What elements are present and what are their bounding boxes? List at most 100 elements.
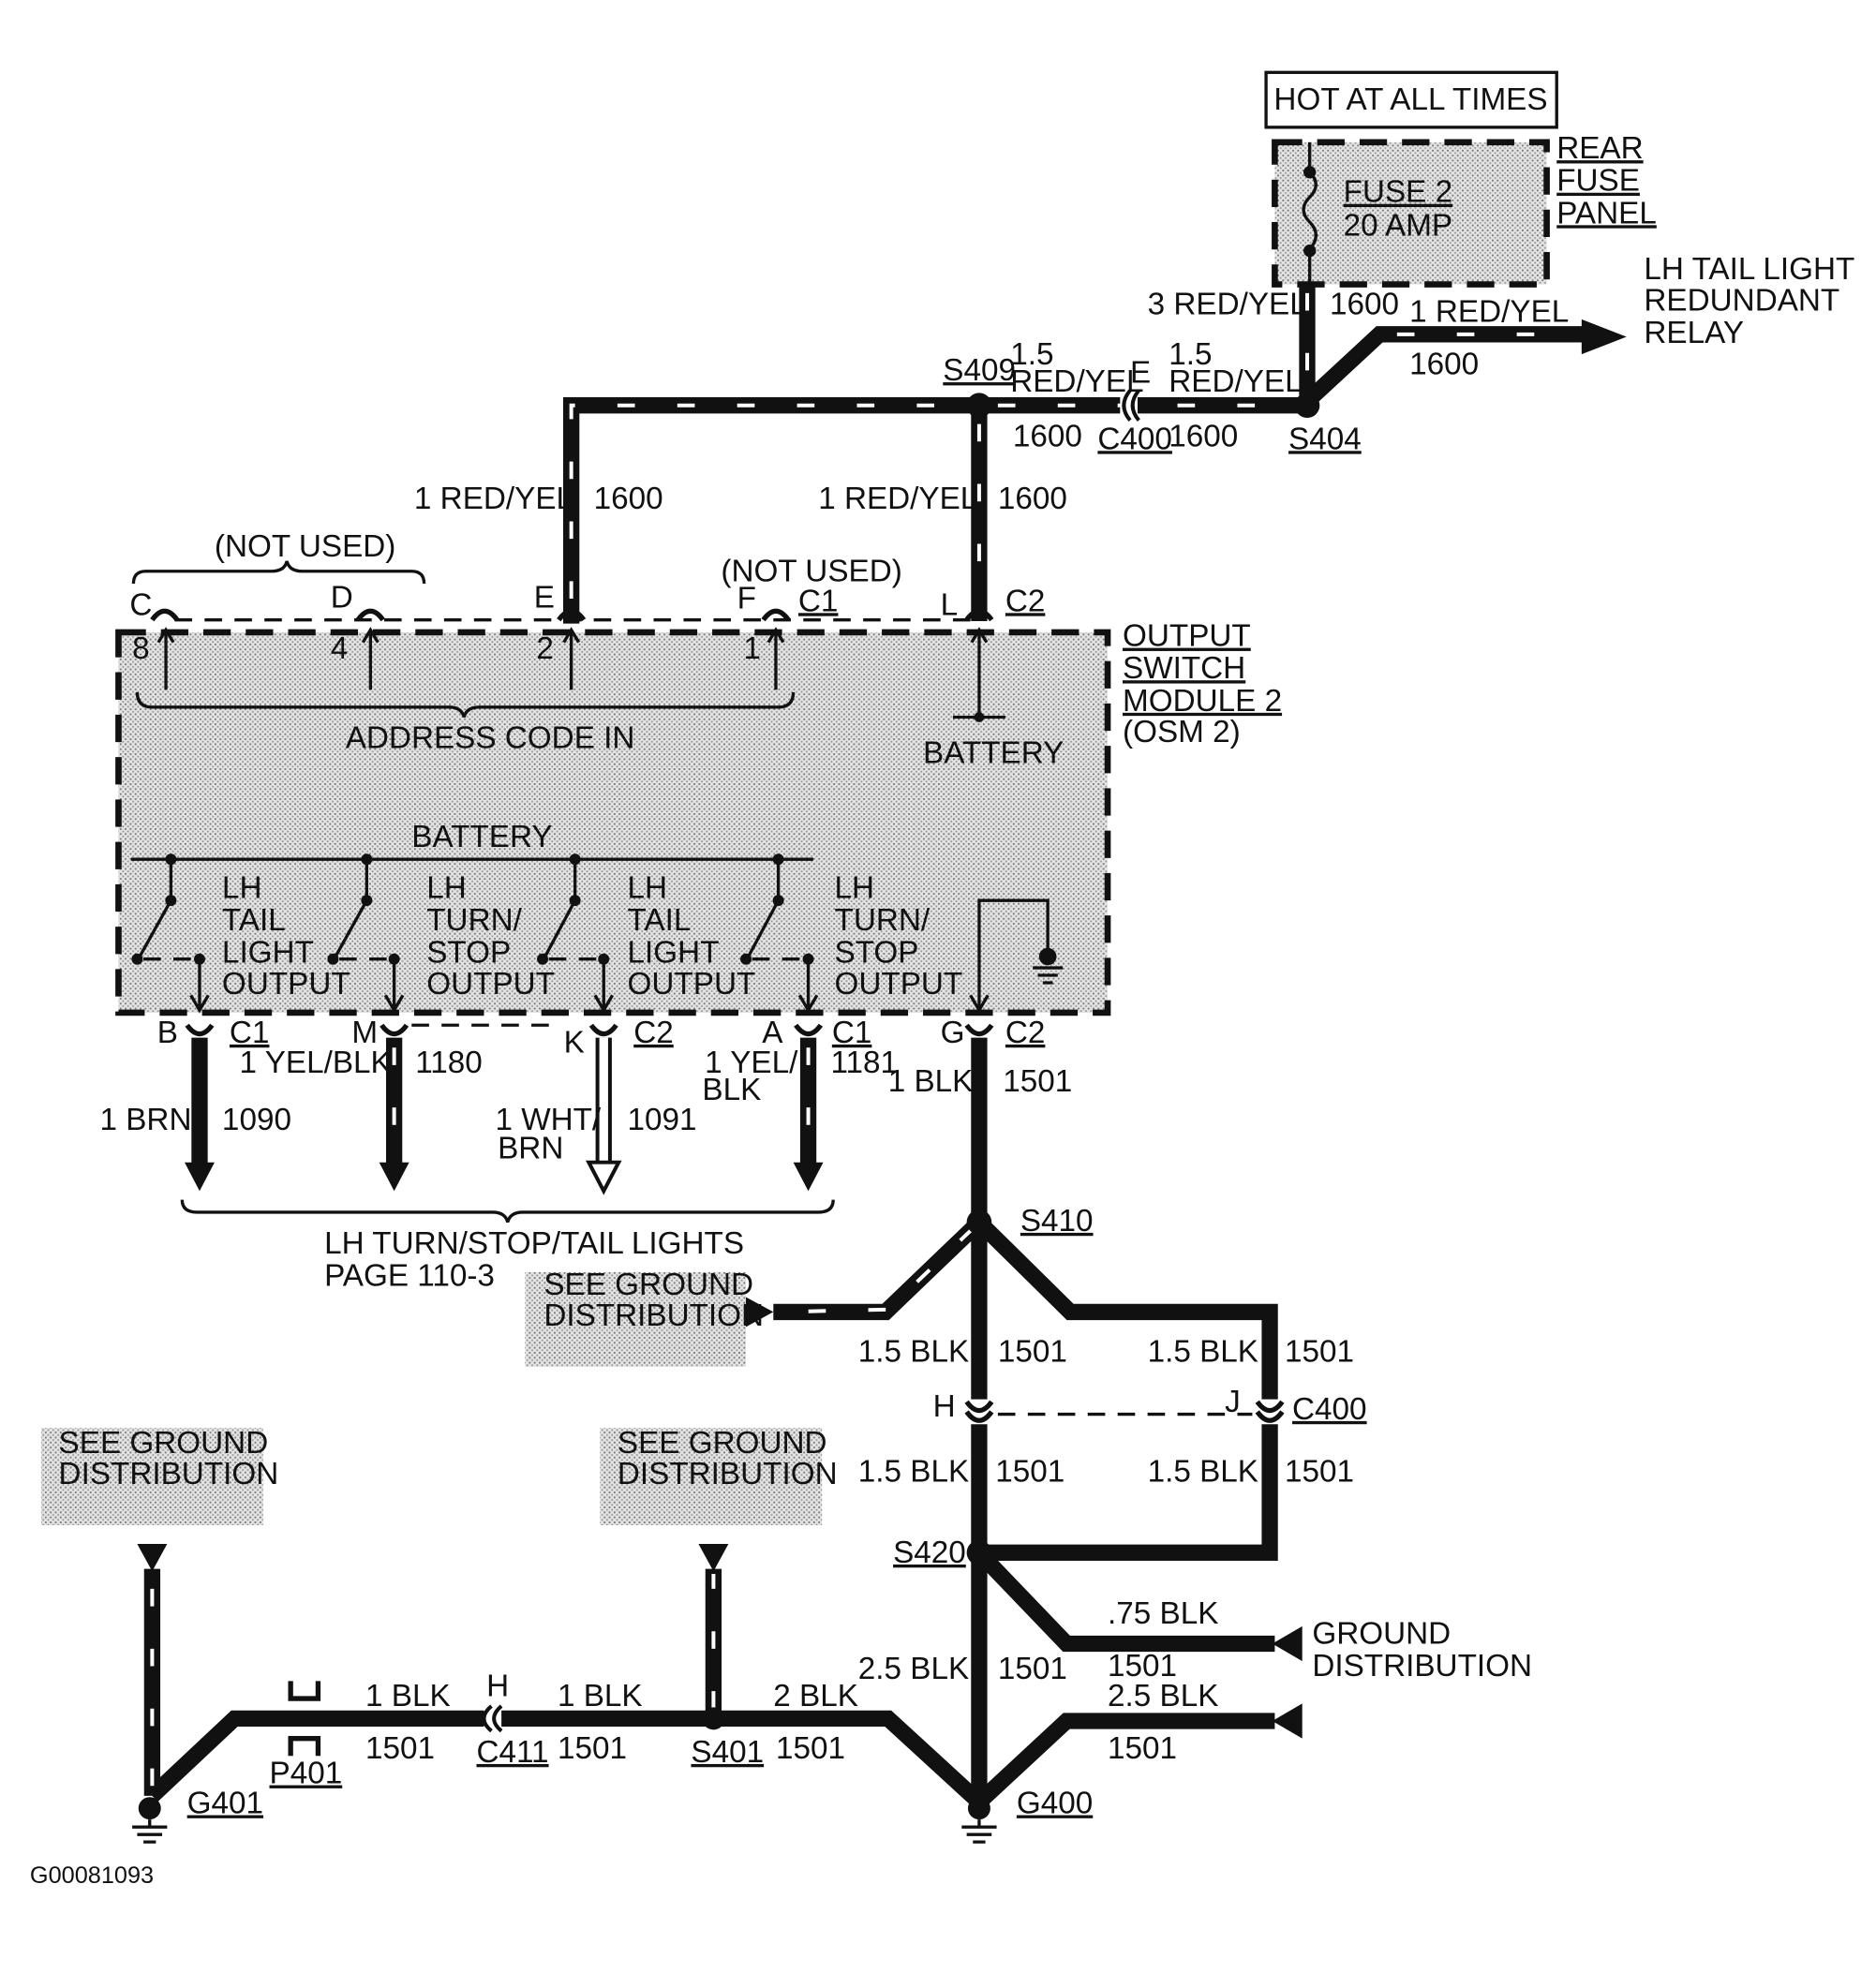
battery-top-label: BATTERY bbox=[923, 736, 1064, 771]
not-used-brace bbox=[131, 560, 426, 585]
ground-ref-1-line2: DISTRIBUTION bbox=[543, 1298, 764, 1333]
b-wire-gauge: 1 BRN bbox=[99, 1103, 191, 1137]
relay-wire-circuit: 1600 bbox=[1409, 347, 1479, 381]
fuse-rating: 20 AMP bbox=[1344, 209, 1453, 244]
ground-ref-box-1: SEE GROUND DISTRIBUTION bbox=[525, 1268, 764, 1367]
pin-c-letter: C bbox=[129, 587, 152, 622]
lights-brace bbox=[180, 1199, 835, 1224]
splice-s409 bbox=[966, 393, 992, 419]
lights-ref-2: PAGE 110-3 bbox=[324, 1258, 495, 1293]
c411-s401-gauge: 1 BLK bbox=[558, 1679, 643, 1713]
h-s420-circuit: 1501 bbox=[995, 1454, 1065, 1489]
module-label-4: (OSM 2) bbox=[1123, 715, 1241, 749]
address-code-in: ADDRESS CODE IN bbox=[346, 721, 635, 756]
ground-ref-box-2: SEE GROUND DISTRIBUTION bbox=[40, 1426, 279, 1526]
ground-g400-label: G400 bbox=[1017, 1787, 1093, 1821]
pin-f-num: 1 bbox=[743, 631, 761, 666]
switch-turn-stop-1 bbox=[327, 859, 405, 1014]
output-3-line2: TAIL bbox=[628, 903, 692, 938]
output-wires: B C1 M K C2 A C1 G C2 1 BRN 1090 1 YEL/B… bbox=[99, 1016, 1045, 1294]
output-3-line3: LIGHT bbox=[628, 936, 720, 971]
ground-dist-2: DISTRIBUTION bbox=[1312, 1649, 1532, 1684]
ground-g400-icon: G400 bbox=[961, 1787, 1093, 1844]
lights-ref-1: LH TURN/STOP/TAIL LIGHTS bbox=[324, 1226, 744, 1261]
k-wire-circuit: 1091 bbox=[628, 1103, 697, 1137]
s420-g400-gauge: 2.5 BLK bbox=[858, 1652, 969, 1686]
gd-right-circuit: 1501 bbox=[1108, 1649, 1177, 1684]
p401-connector: P401 bbox=[270, 1681, 342, 1791]
k-wire-gauge-2: BRN bbox=[498, 1132, 563, 1166]
relay-wire-gauge: 1 RED/YEL bbox=[1409, 295, 1569, 330]
not-used-left: (NOT USED) bbox=[215, 529, 395, 564]
ground-g401-label: G401 bbox=[187, 1787, 263, 1821]
j-s420-gauge: 1.5 BLK bbox=[1148, 1454, 1258, 1489]
address-inputs bbox=[150, 608, 1005, 722]
splice-s401-label: S401 bbox=[691, 1735, 764, 1770]
m-wire-gauge: 1 YEL/BLK bbox=[240, 1046, 392, 1080]
output-4-line1: LH bbox=[835, 870, 875, 905]
output-1-line4: OUTPUT bbox=[222, 967, 350, 1001]
pin-e-num: 2 bbox=[536, 631, 554, 666]
ground-ref-3-line2: DISTRIBUTION bbox=[618, 1457, 838, 1491]
c2-top-label: C2 bbox=[1005, 584, 1046, 618]
s404-wire-color: RED/YEL bbox=[1169, 364, 1302, 399]
l-drop-circuit: 1600 bbox=[998, 482, 1067, 516]
relay-arrow bbox=[1581, 319, 1627, 355]
switch-turn-stop-2 bbox=[740, 859, 819, 1014]
connector-c400-top: E C400 bbox=[1097, 356, 1172, 457]
s410-h-gauge: 1.5 BLK bbox=[858, 1335, 969, 1370]
splice-s404 bbox=[1294, 393, 1320, 419]
s410-h-circuit: 1501 bbox=[998, 1335, 1067, 1370]
m-wire-circuit: 1180 bbox=[415, 1046, 483, 1080]
ground-wires: 1 BLK 1501 H J C400 1.5 BLK 1501 1.5 BLK… bbox=[137, 1037, 1532, 1808]
s404-wire-gauge: 1.5 bbox=[1169, 337, 1212, 372]
pin-c-num: 8 bbox=[132, 631, 150, 666]
internal-ground-icon bbox=[969, 898, 1064, 1014]
pin-k-letter: K bbox=[564, 1026, 585, 1061]
fuse-out-gauge: 3 RED/YEL bbox=[1148, 288, 1307, 322]
c411-pin: H bbox=[486, 1669, 509, 1703]
address-brace bbox=[135, 691, 796, 718]
pin-l-letter: L bbox=[941, 587, 959, 622]
s409-wire-circuit: 1600 bbox=[1013, 420, 1082, 454]
pin-a-conn: C1 bbox=[832, 1016, 872, 1050]
battery-bus-label: BATTERY bbox=[411, 820, 552, 854]
pin-m-letter: M bbox=[351, 1016, 378, 1050]
pin-g-letter: G bbox=[941, 1016, 965, 1050]
pin-e-letter: E bbox=[534, 580, 555, 615]
hot-at-all-times-box: HOT AT ALL TIMES bbox=[1264, 70, 1558, 129]
e-drop-circuit: 1600 bbox=[594, 482, 663, 516]
output-4-line2: TURN/ bbox=[835, 903, 931, 938]
wires-1600 bbox=[562, 284, 1627, 624]
relay-label-1: LH TAIL LIGHT bbox=[1644, 252, 1854, 287]
rear-fuse-panel: FUSE 2 20 AMP REAR FUSE PANEL bbox=[1272, 131, 1657, 288]
figure-id: G00081093 bbox=[30, 1862, 154, 1889]
k-wire-gauge-1: 1 WHT/ bbox=[495, 1103, 601, 1137]
c400-j-pin: J bbox=[1225, 1385, 1241, 1419]
output-2-line2: TURN/ bbox=[426, 903, 522, 938]
output-3-line1: LH bbox=[628, 870, 668, 905]
splice-s409-label: S409 bbox=[943, 353, 1016, 388]
ground-g401-icon: G401 bbox=[132, 1787, 263, 1844]
c1-top-label: C1 bbox=[798, 584, 839, 618]
ground-dist-1: GROUND bbox=[1312, 1616, 1451, 1651]
ground-ref-2-line2: DISTRIBUTION bbox=[59, 1457, 279, 1491]
g-wire-gauge: 1 BLK bbox=[888, 1064, 974, 1099]
c411-s401-circuit: 1501 bbox=[558, 1731, 627, 1766]
ground-ref-3-line1: SEE GROUND bbox=[618, 1426, 827, 1461]
pin-d-num: 4 bbox=[331, 631, 349, 666]
l-drop-gauge: 1 RED/YEL bbox=[818, 482, 977, 516]
a-wire-circuit: 1181 bbox=[831, 1046, 899, 1080]
splice-s410-label: S410 bbox=[1020, 1204, 1094, 1239]
output-switch-module: (NOT USED) (NOT USED) C D E F C1 L C2 8 … bbox=[115, 529, 1282, 1016]
j-s420-circuit: 1501 bbox=[1285, 1454, 1354, 1489]
relay-label-3: RELAY bbox=[1644, 316, 1744, 350]
fuse-panel-label-2: FUSE bbox=[1556, 164, 1640, 199]
output-2-line1: LH bbox=[426, 870, 467, 905]
c411-label: C411 bbox=[476, 1735, 548, 1770]
relay-label-2: REDUNDANT bbox=[1644, 284, 1839, 319]
s409-wire-gauge: 1.5 bbox=[1010, 337, 1053, 372]
fuse-symbol bbox=[1302, 171, 1318, 251]
switch-tail-light-2 bbox=[537, 859, 615, 1014]
